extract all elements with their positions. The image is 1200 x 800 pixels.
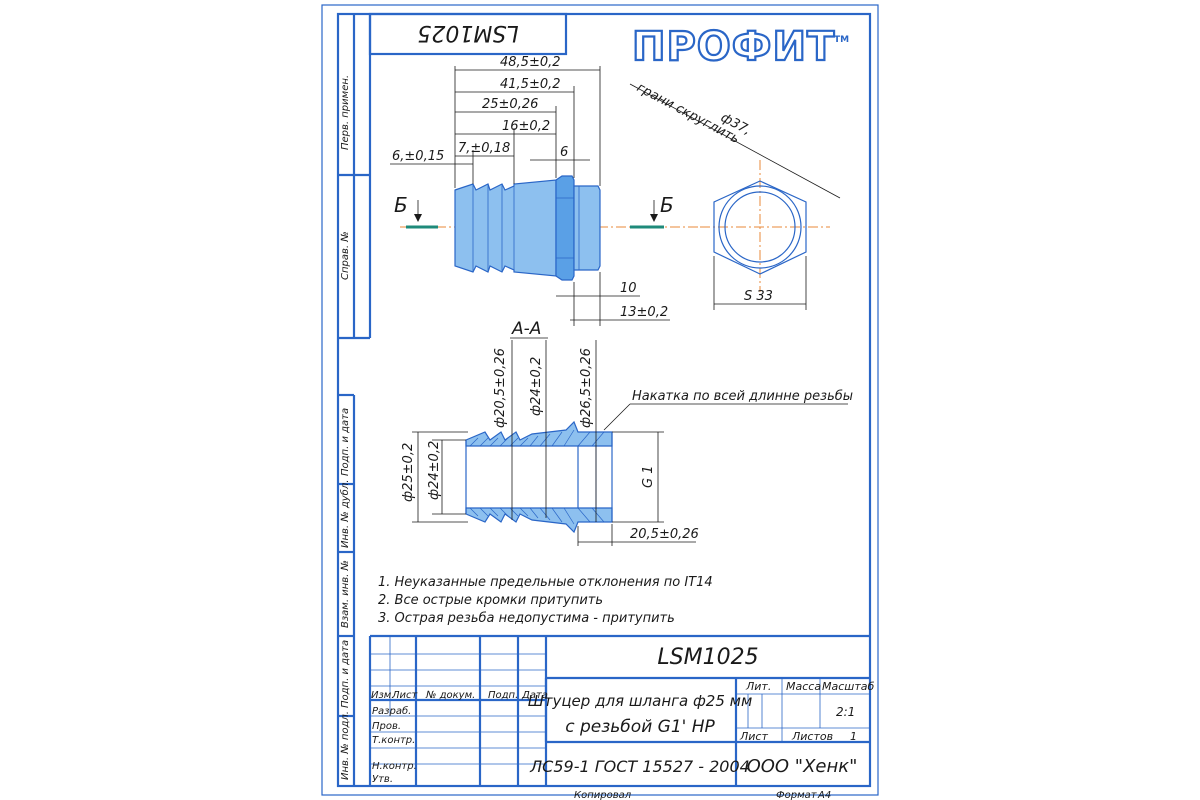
knurl-note: Накатка по всей длинне резьбы <box>632 389 853 404</box>
tb-masshtab: Масштаб <box>822 680 874 693</box>
notes: 1. Неуказанные предельные отклонения по … <box>378 575 713 626</box>
arrow-head <box>650 214 658 222</box>
tb-listov: Листов <box>791 730 833 743</box>
tb-izm: Изм. <box>371 690 395 701</box>
section-view: А-А ф20,5±0,26 ф24±0,2 <box>401 319 853 546</box>
dim-diameter-37 <box>629 83 841 199</box>
dim-41-5: 41,5±0,2 <box>500 77 561 92</box>
top-stamp-box <box>368 12 568 56</box>
hex-body <box>555 175 575 281</box>
logo-tm: TM <box>834 35 849 45</box>
lower-wall <box>465 507 613 534</box>
note-1: 1. Неуказанные предельные отклонения по … <box>378 575 713 590</box>
barbed-shank <box>454 179 557 277</box>
title-block-text: LSM1025 Штуцер для шланга ф25 мм с резьб… <box>371 645 874 785</box>
tb-code: LSM1025 <box>657 645 758 670</box>
arrow-head <box>414 214 422 222</box>
dim-l-24: ф24±0,2 <box>427 441 442 500</box>
tb-razrab: Разраб. <box>372 705 411 717</box>
tb-prov: Пров. <box>372 721 401 732</box>
format-label: Формат <box>776 790 818 800</box>
dim-v-26-5: ф26,5±0,26 <box>579 348 594 428</box>
dim-b-20-5: 20,5±0,26 <box>630 527 699 542</box>
note-2: 2. Все острые кромки притупить <box>378 593 603 608</box>
dim-13: 13±0,2 <box>620 305 668 320</box>
side-labels: Перв. примен. Справ. № Подп. и дата Инв.… <box>339 75 351 780</box>
kopiroval-label: Копировал <box>574 790 632 800</box>
dim-7: 7,±0,18 <box>458 141 510 156</box>
tb-utv: Утв. <box>372 774 393 785</box>
dim-v-24: ф24±0,2 <box>529 357 544 416</box>
note-3: 3. Острая резьба недопустима - притупить <box>378 611 675 626</box>
hex-circle-outer <box>718 185 802 269</box>
tb-name-1: Штуцер для шланга ф25 мм <box>528 692 753 710</box>
upper-wall <box>465 420 613 447</box>
logo-text: ПРОФИТ <box>632 24 835 70</box>
section-label-left: Б <box>394 193 408 217</box>
dim-48-5: 48,5±0,2 <box>500 55 561 70</box>
dim-16: 16±0,2 <box>502 119 550 134</box>
format-value: А4 <box>817 790 831 800</box>
top-stamp-code: LSM1025 <box>417 20 518 45</box>
section-hatching <box>469 429 605 525</box>
dim-g1: G 1 <box>641 466 656 488</box>
dim-6: 6 <box>560 145 568 160</box>
side-label-inv-podl: Инв. № подл. <box>340 711 351 780</box>
dim-l-25: ф25±0,2 <box>401 443 416 502</box>
dim-10: 10 <box>620 281 637 296</box>
dim-25: 25±0,26 <box>482 97 538 112</box>
tb-list: Лист <box>739 730 768 743</box>
side-label-perv-primen: Перв. примен. <box>340 75 351 150</box>
section-title: А-А <box>511 319 541 339</box>
tb-tkontr: Т.контр. <box>372 735 415 746</box>
title-block <box>368 634 870 786</box>
knurl-leader <box>603 403 631 431</box>
threaded-end <box>573 185 601 271</box>
section-label-right: Б <box>660 193 674 217</box>
dim-v-20-5: ф20,5±0,26 <box>493 348 508 428</box>
tb-lit: Лит. <box>745 680 771 693</box>
side-label-podp-data-2: Подп. и дата <box>340 640 351 708</box>
side-view: Б Б 48,5±0,2 41,5±0,2 25±0,26 16±0,2 7,±… <box>390 55 700 326</box>
tb-dokum: № докум. <box>425 690 475 701</box>
logo: ПРОФИТ TM <box>631 23 849 71</box>
hex-outline <box>713 180 807 275</box>
tb-listov-val: 1 <box>850 730 857 743</box>
dim-s33: S 33 <box>744 289 773 304</box>
tb-scale: 2:1 <box>836 705 855 719</box>
side-label-sprav: Справ. № <box>340 231 351 280</box>
side-label-inv-dubl: Инв. № дубл. <box>339 480 351 548</box>
frame-border <box>336 12 872 788</box>
tb-name-2: с резьбой G1' НР <box>565 717 715 737</box>
tb-podp: Подп. <box>488 690 518 701</box>
tb-massa: Масса <box>786 680 821 693</box>
tb-nkontr: Н.контр. <box>372 761 417 772</box>
tb-list-col: Лист <box>391 690 419 701</box>
tb-material: ЛС59-1 ГОСТ 15527 - 2004 <box>529 757 750 776</box>
tb-data: Дата <box>521 690 548 701</box>
sheet-outer-border <box>321 4 879 796</box>
side-label-podp-data: Подп. и дата <box>340 408 351 476</box>
dim-6-015: 6,±0,15 <box>392 149 444 164</box>
side-label-vzam-inv: Взам. инв. № <box>340 560 351 628</box>
tb-company: ООО "Хенк" <box>747 756 858 777</box>
hex-circle-inner <box>724 191 796 263</box>
